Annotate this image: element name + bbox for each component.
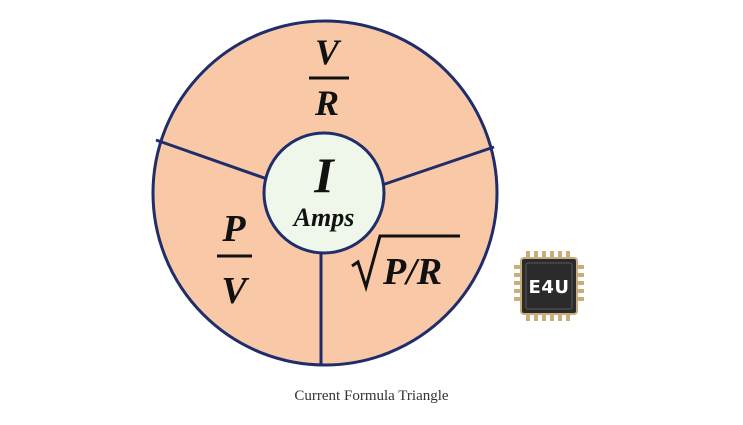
divider-upper-left (155, 138, 271, 182)
top-denominator: R (314, 83, 339, 123)
center-unit: Amps (292, 203, 355, 232)
chip-inner-border (525, 262, 573, 310)
center-symbol: I (313, 147, 335, 203)
figure-caption: Current Formula Triangle (294, 388, 449, 404)
center-circle (262, 131, 386, 255)
logo-text: E4U (529, 277, 570, 298)
chip-pins (514, 251, 584, 321)
top-numerator: V (315, 32, 342, 72)
left-denominator: V (221, 270, 249, 312)
e4u-logo: E4U (514, 251, 584, 321)
left-numerator: P (221, 208, 246, 250)
divider-upper-right (381, 145, 495, 187)
current-formula-wheel: I Amps V R P V P/R (151, 19, 499, 367)
chip-body (520, 257, 578, 315)
square-root-sign (351, 234, 460, 293)
right-expression: P/R (382, 251, 442, 293)
